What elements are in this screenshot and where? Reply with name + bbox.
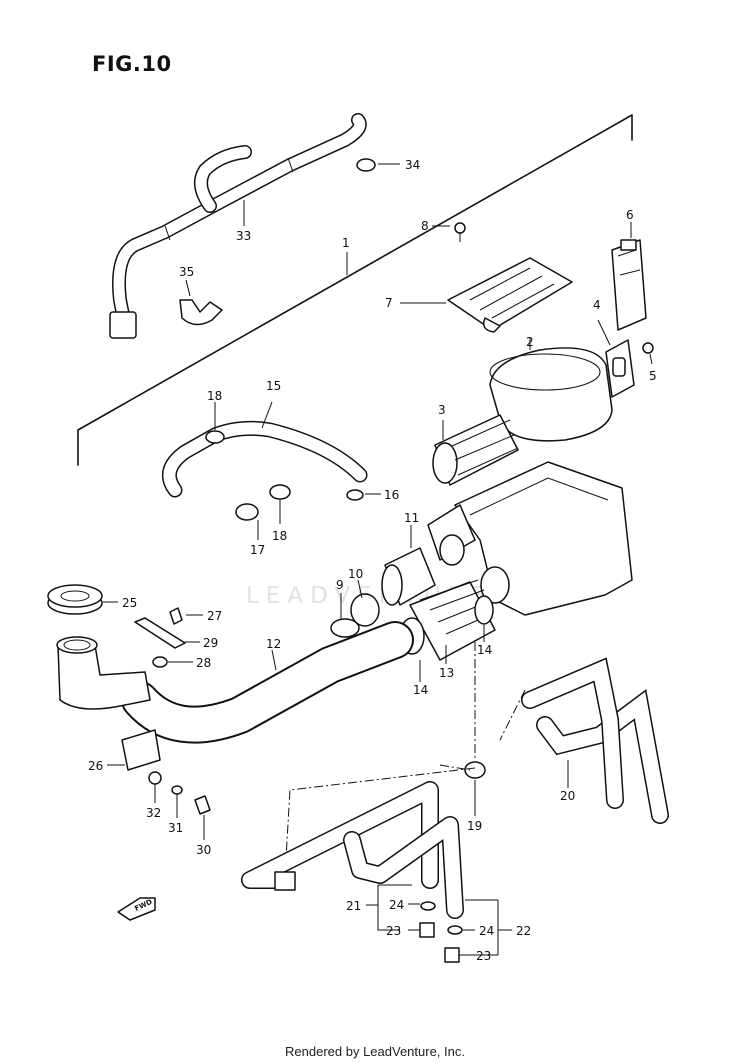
callout-16: 16 (384, 488, 399, 502)
plug-17 (235, 503, 259, 540)
holder-6 (611, 222, 647, 331)
plug-23-left (408, 922, 435, 938)
callout-18-upper: 18 (207, 389, 222, 403)
callout-24-left: 24 (389, 898, 404, 912)
intake-inlet (56, 636, 151, 710)
clamp-18-lower (269, 484, 291, 524)
callout-10: 10 (348, 567, 363, 581)
callout-13: 13 (439, 666, 454, 680)
callout-15: 15 (266, 379, 281, 393)
drain-hose-20 (521, 657, 669, 824)
callout-27: 27 (207, 609, 222, 623)
footer-credit: Rendered by LeadVenture, Inc. (285, 1044, 465, 1059)
clip-34 (356, 158, 400, 172)
assembly-1-bracket (77, 114, 633, 466)
callout-24-right: 24 (479, 924, 494, 938)
callout-22: 22 (516, 924, 531, 938)
callout-5: 5 (649, 369, 657, 383)
callout-32: 32 (146, 806, 161, 820)
fwd-arrow-icon: FWD (117, 897, 156, 921)
callout-18-lower: 18 (272, 529, 287, 543)
clamp-18-upper (205, 402, 225, 444)
clamp-14-right (474, 595, 494, 642)
callout-29: 29 (203, 636, 218, 650)
bellows-13 (409, 579, 496, 664)
callout-26: 26 (88, 759, 103, 773)
boot-11 (381, 525, 436, 606)
callout-11: 11 (404, 511, 419, 525)
seal-25 (47, 584, 118, 615)
callout-12: 12 (266, 637, 281, 651)
bolt-30 (194, 795, 211, 840)
callout-20: 20 (560, 789, 575, 803)
dash-line-19 (284, 642, 476, 876)
callout-4: 4 (593, 298, 601, 312)
callout-1: 1 (342, 236, 350, 250)
screw-8 (432, 222, 466, 242)
washer-28 (152, 656, 193, 668)
callout-14-left: 14 (413, 683, 428, 697)
breather-hose-33 (109, 113, 367, 339)
gasket-4 (597, 319, 635, 398)
clamp-35 (179, 279, 223, 326)
bracket-21 (366, 884, 412, 931)
plug-23-right (444, 947, 472, 963)
clip-24-right (447, 925, 475, 935)
callout-34: 34 (405, 158, 420, 172)
intake-tube-12 (121, 621, 414, 744)
callout-19: 19 (467, 819, 482, 833)
callout-30: 30 (196, 843, 211, 857)
callout-25: 25 (122, 596, 137, 610)
figure-title: FIG.10 (92, 52, 172, 76)
callout-31: 31 (168, 821, 183, 835)
clamp-19 (464, 761, 486, 816)
callout-7: 7 (385, 296, 393, 310)
callout-28: 28 (196, 656, 211, 670)
clip-24-left (408, 901, 436, 911)
callout-21: 21 (346, 899, 361, 913)
bolt-27 (169, 607, 203, 625)
bolt-5 (642, 342, 654, 365)
washer-31 (171, 785, 183, 818)
nut-32 (148, 771, 162, 803)
dash-line-20 (439, 689, 526, 771)
bracket-26 (107, 729, 161, 771)
callout-33: 33 (236, 229, 251, 243)
callout-6: 6 (626, 208, 634, 222)
filter-element-2 (489, 337, 613, 442)
air-cleaner-box (427, 461, 633, 616)
callout-17: 17 (250, 543, 265, 557)
cover-7 (400, 257, 573, 333)
hose-22 (343, 816, 464, 919)
filter-cage-3 (432, 414, 519, 486)
callout-3: 3 (438, 403, 446, 417)
callout-23-right: 23 (476, 949, 491, 963)
callout-14-right: 14 (477, 643, 492, 657)
callout-35: 35 (179, 265, 194, 279)
callout-9: 9 (336, 578, 344, 592)
hose-15 (161, 401, 368, 498)
bracket-29 (134, 617, 200, 649)
callout-8: 8 (421, 219, 429, 233)
callout-23-left: 23 (386, 924, 401, 938)
ring-10 (350, 579, 380, 627)
clamp-9 (330, 593, 360, 638)
clip-16 (346, 489, 381, 501)
bracket-22 (465, 899, 512, 956)
callout-2: 2 (526, 335, 534, 349)
hose-21 (241, 781, 439, 891)
